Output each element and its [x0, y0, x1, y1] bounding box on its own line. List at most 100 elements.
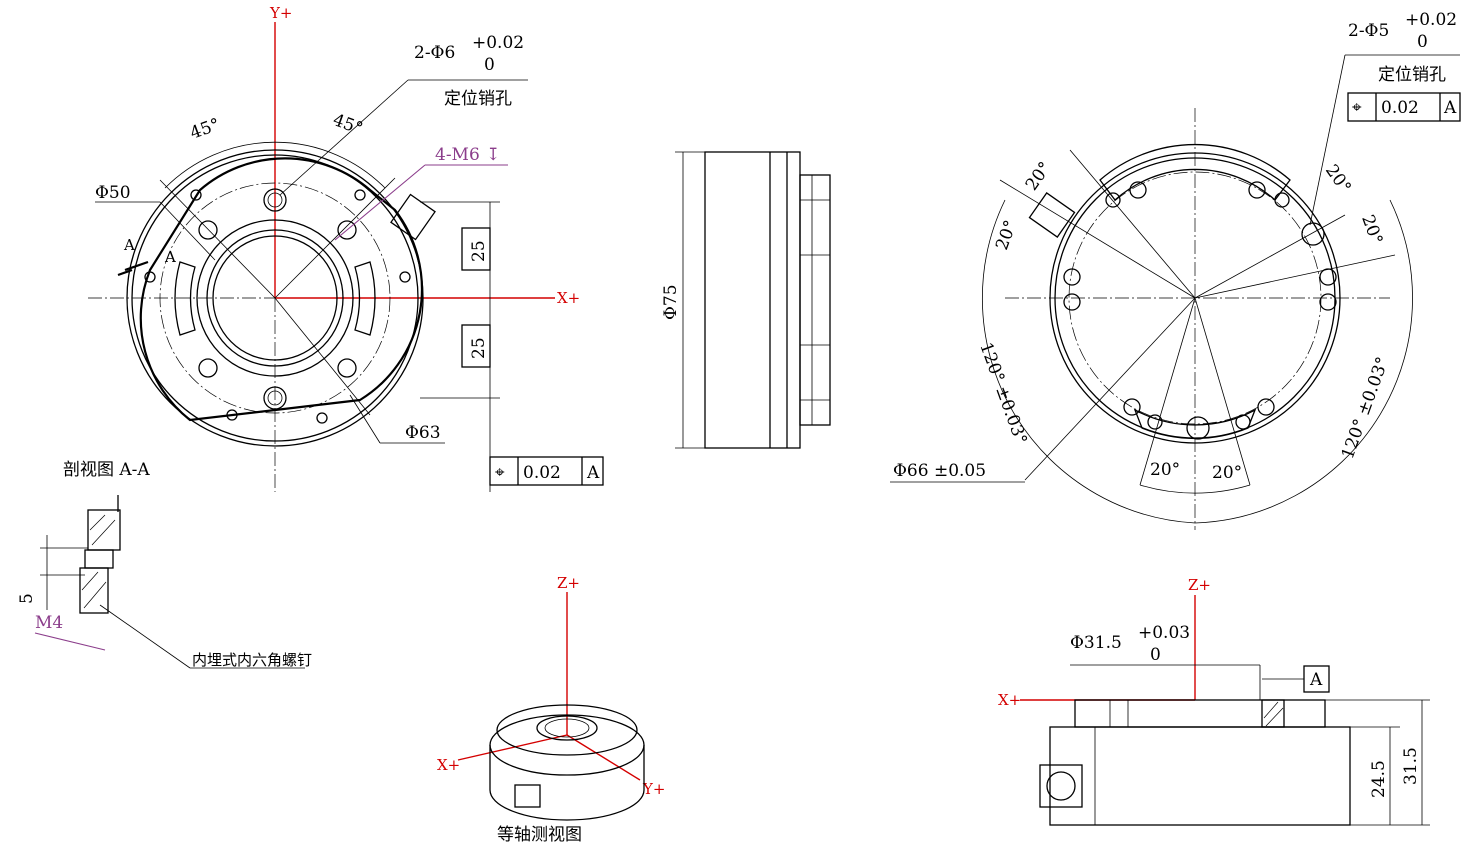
back-hole-3: [1105, 192, 1121, 208]
detail-m4-line: [34, 632, 106, 651]
front-pin-hole-top: [263, 188, 287, 212]
front-m6-hole-3: [198, 358, 218, 378]
bottom-hatch-2: [1265, 707, 1284, 727]
back-hole-4: [1274, 192, 1290, 208]
detail-view: 5 M4 内埋式内六角螺钉: [17, 495, 312, 669]
detail-screw-note: 内埋式内六角螺钉: [192, 651, 312, 669]
front-diag-ray: [274, 297, 371, 416]
back-angle-20-2: 20°: [992, 218, 1021, 253]
bottom-datum: A: [1309, 670, 1323, 690]
back-pin-tol-low: 0: [1417, 32, 1428, 52]
detail-5: 5: [17, 593, 37, 604]
iso-view: Z+ X+ Y+ 等轴测视图: [437, 574, 665, 845]
front-tol-symbol: ⌖: [495, 463, 505, 483]
side-d75: Φ75: [661, 284, 681, 320]
iso-bore-inner: [544, 718, 590, 738]
front-25-box-bottom: [461, 324, 491, 368]
bottom-connector: [1039, 764, 1083, 808]
back-ray-1: [1069, 149, 1196, 299]
iso-flange: [496, 704, 638, 756]
front-section-mark-1: A: [123, 236, 135, 254]
front-small-hole-3: [399, 271, 411, 283]
bottom-tol-up: +0.03: [1138, 623, 1190, 643]
front-x-label: X+: [557, 289, 580, 307]
detail-m4: M4: [35, 613, 63, 633]
back-arc-right: [1194, 199, 1413, 524]
detail-screw-leader: [99, 604, 191, 669]
iso-y-axis: [566, 734, 641, 781]
back-outer-circle: [1049, 152, 1341, 444]
bottom-hatch-1: [1263, 701, 1279, 719]
front-angle-2: 45°: [330, 110, 365, 139]
bottom-datum-box: [1303, 665, 1330, 693]
back-tol-frame: [1347, 92, 1461, 122]
front-pin-tol-up: +0.02: [472, 33, 524, 53]
front-pin-hole-bottom-inner: [267, 390, 283, 406]
front-small-hole-1: [190, 189, 202, 201]
front-outer-circle-2: [131, 154, 419, 442]
front-small-hole-5: [226, 409, 238, 421]
back-angle-20-5: 20°: [1150, 460, 1180, 480]
bottom-31: 31.5: [1401, 747, 1421, 785]
front-angle-1: 45°: [188, 115, 223, 144]
front-section-arrow-2: [117, 268, 133, 277]
bottom-24: 24.5: [1369, 760, 1389, 798]
back-d66-text: Φ66 ±0.05: [893, 461, 986, 481]
back-angle-20-3: 20°: [1321, 161, 1355, 197]
front-pin-hole-bottom: [263, 386, 287, 410]
front-m6-hole-2: [337, 220, 357, 240]
detail-head: [84, 549, 114, 569]
back-ray-4: [1194, 254, 1396, 299]
back-arc-left: [981, 199, 1196, 524]
iso-y-label: Y+: [642, 780, 665, 798]
front-view: Y+ X+ 45°: [63, 4, 604, 492]
front-section-arrow-1: [124, 260, 149, 272]
front-25-box-top: [461, 227, 491, 271]
front-y-label: Y+: [269, 4, 292, 22]
front-outer-circle: [126, 149, 424, 447]
front-slot-left: [174, 261, 196, 336]
back-view: 20° 20° 20° 20° 20° 20° 120° ±0.03° 120°…: [890, 10, 1461, 530]
front-tol-value: 0.02: [523, 463, 561, 483]
iso-x-label: X+: [437, 756, 460, 774]
iso-label: 等轴测视图: [497, 825, 582, 845]
front-m6-depth-icon: ↧: [486, 145, 500, 165]
back-bottom-pocket: [1133, 408, 1257, 440]
front-small-hole-4: [144, 271, 156, 283]
back-pin-note: 定位销孔: [1378, 65, 1446, 85]
back-pin-hole-1: [1301, 222, 1325, 246]
back-tol-datum: A: [1443, 98, 1457, 118]
back-ray-6: [1194, 297, 1251, 486]
back-hole-12: [1257, 398, 1275, 416]
bottom-z-label: Z+: [1188, 576, 1211, 594]
front-d63-text: Φ63: [405, 423, 441, 443]
back-hole-5: [1063, 268, 1081, 286]
front-m6-hole-1: [198, 220, 218, 240]
iso-z-label: Z+: [557, 574, 580, 592]
bottom-x-label: X+: [998, 691, 1021, 709]
back-ray-3: [1194, 214, 1346, 299]
detail-hatch-3: [81, 571, 99, 591]
back-hole-10: [1147, 414, 1163, 430]
back-hole-8: [1319, 293, 1337, 311]
back-angle-20-4: 20°: [1357, 212, 1386, 247]
back-pin-leader: [1309, 54, 1346, 226]
front-small-hole-2: [354, 189, 366, 201]
front-m6-leader: [334, 164, 426, 241]
back-angle-20-6: 20°: [1212, 463, 1242, 483]
front-angle-ray-1: [159, 179, 276, 299]
bottom-d31-text: Φ31.5: [1070, 633, 1122, 653]
back-arc-bottom: [1139, 484, 1251, 494]
front-25-bottom: 25: [469, 337, 489, 359]
side-body: [704, 151, 801, 449]
front-d63-leader: [349, 394, 381, 444]
back-pin-tol-up: +0.02: [1405, 10, 1457, 30]
side-flange: [799, 174, 831, 426]
bottom-side-view: Z+ X+ Φ31.5 +0.03 0 A 24.5 31.5: [998, 576, 1430, 826]
back-connector: [1028, 192, 1076, 238]
front-angle-arc: [164, 141, 386, 189]
bottom-connector-ring: [1046, 771, 1076, 801]
back-angle-20-1: 20°: [1022, 158, 1056, 194]
back-angle-120-left: 120° ±0.03°: [975, 340, 1030, 447]
front-pin-note: 定位销孔: [444, 89, 512, 109]
